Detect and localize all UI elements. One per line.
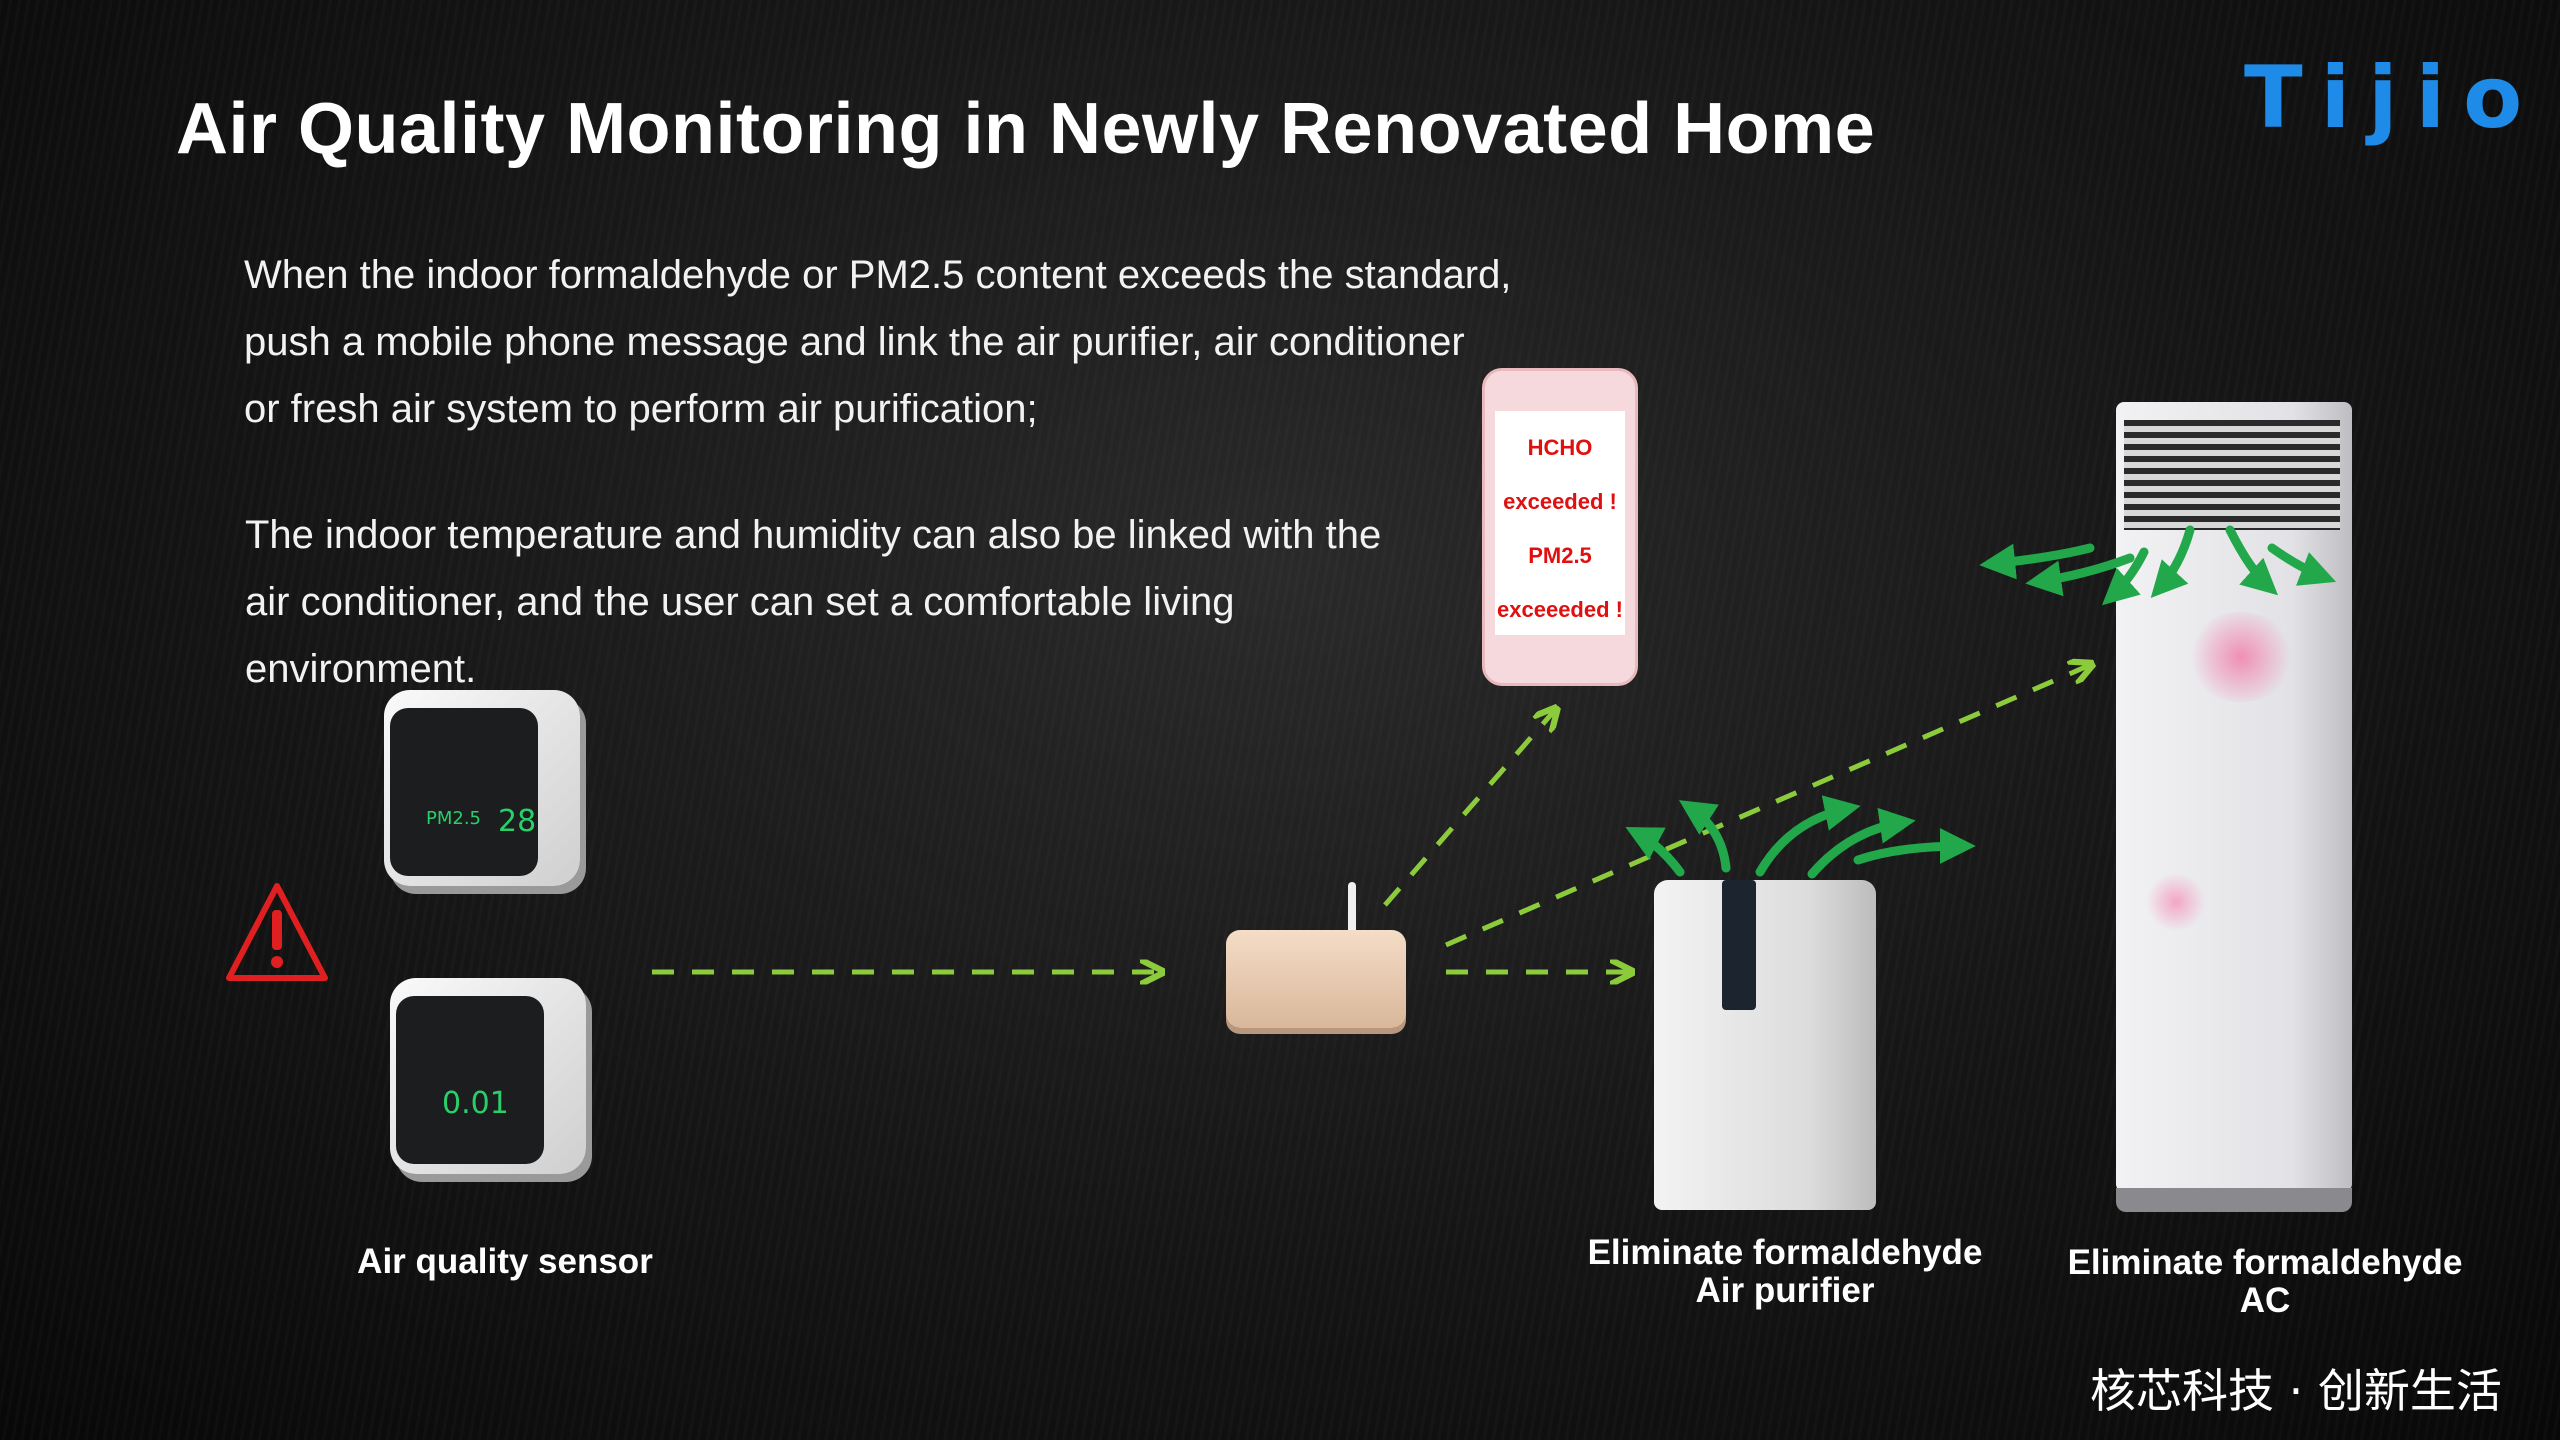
sensor-caption: Air quality sensor: [357, 1242, 653, 1281]
intro-line: When the indoor formaldehyde or PM2.5 co…: [244, 253, 1512, 297]
purifier-control-panel: [1722, 880, 1756, 1010]
linkage-paragraph: The indoor temperature and humidity can …: [245, 502, 1381, 703]
intro-line: push a mobile phone message and link the…: [244, 320, 1465, 364]
linkage-line: environment.: [245, 647, 477, 691]
page-title: Air Quality Monitoring in Newly Renovate…: [176, 89, 1876, 169]
ac-caption-line: Eliminate formaldehyde: [2067, 1243, 2463, 1282]
purifier-caption-line: Air purifier: [1695, 1271, 1875, 1310]
intro-line: or fresh air system to perform air purif…: [244, 387, 1038, 431]
brand-logo: Tijio: [2244, 48, 2541, 148]
sensor-reading-value: 28: [498, 804, 537, 839]
purifier-caption: Eliminate formaldehyde Air purifier: [1570, 1234, 2000, 1310]
gateway-to-phone-arrow: [1383, 710, 1555, 907]
gateway-to-ac-arrow: [1445, 665, 2090, 948]
air-sensor-icon: 0.01: [390, 978, 586, 1174]
phone-alert-line: exceeded !: [1503, 489, 1617, 514]
phone-screen: HCHO exceeded ! PM2.5 exceeeded !: [1495, 411, 1625, 635]
sensor-reading-value: 0.01: [442, 1086, 509, 1121]
purifier-caption-line: Eliminate formaldehyde: [1587, 1233, 1983, 1272]
air-purifier-icon: [1654, 880, 1876, 1210]
gateway-antenna: [1348, 882, 1356, 938]
sensor-screen: PM2.5 28: [390, 708, 538, 876]
sensor-screen: 0.01: [396, 996, 544, 1164]
phone-alert-line: exceeeded !: [1497, 597, 1623, 622]
intro-paragraph: When the indoor formaldehyde or PM2.5 co…: [244, 242, 1511, 443]
sensor-reading-label: PM2.5: [426, 808, 482, 829]
purifier-airflow: [1625, 795, 1976, 879]
ac-decoration: [2186, 612, 2296, 702]
ac-decoration: [2146, 872, 2206, 932]
ac-base: [2116, 1188, 2352, 1212]
air-sensor-icon: PM2.5 28: [384, 690, 580, 886]
gateway-icon: [1226, 930, 1406, 1028]
phone-alert-line: PM2.5: [1528, 543, 1592, 568]
linkage-line: air conditioner, and the user can set a …: [245, 580, 1235, 624]
phone-icon: HCHO exceeded ! PM2.5 exceeeded !: [1482, 368, 1638, 686]
ac-caption-line: AC: [2239, 1281, 2291, 1320]
footer-slogan: 核芯科技 · 创新生活: [2090, 1364, 2502, 1418]
ac-caption: Eliminate formaldehyde AC: [2050, 1244, 2480, 1320]
ac-airflow: [1979, 525, 2337, 606]
ac-vent: [2124, 420, 2340, 530]
warning-icon: [226, 883, 328, 981]
phone-alert-line: HCHO: [1527, 435, 1593, 460]
linkage-line: The indoor temperature and humidity can …: [245, 513, 1382, 557]
